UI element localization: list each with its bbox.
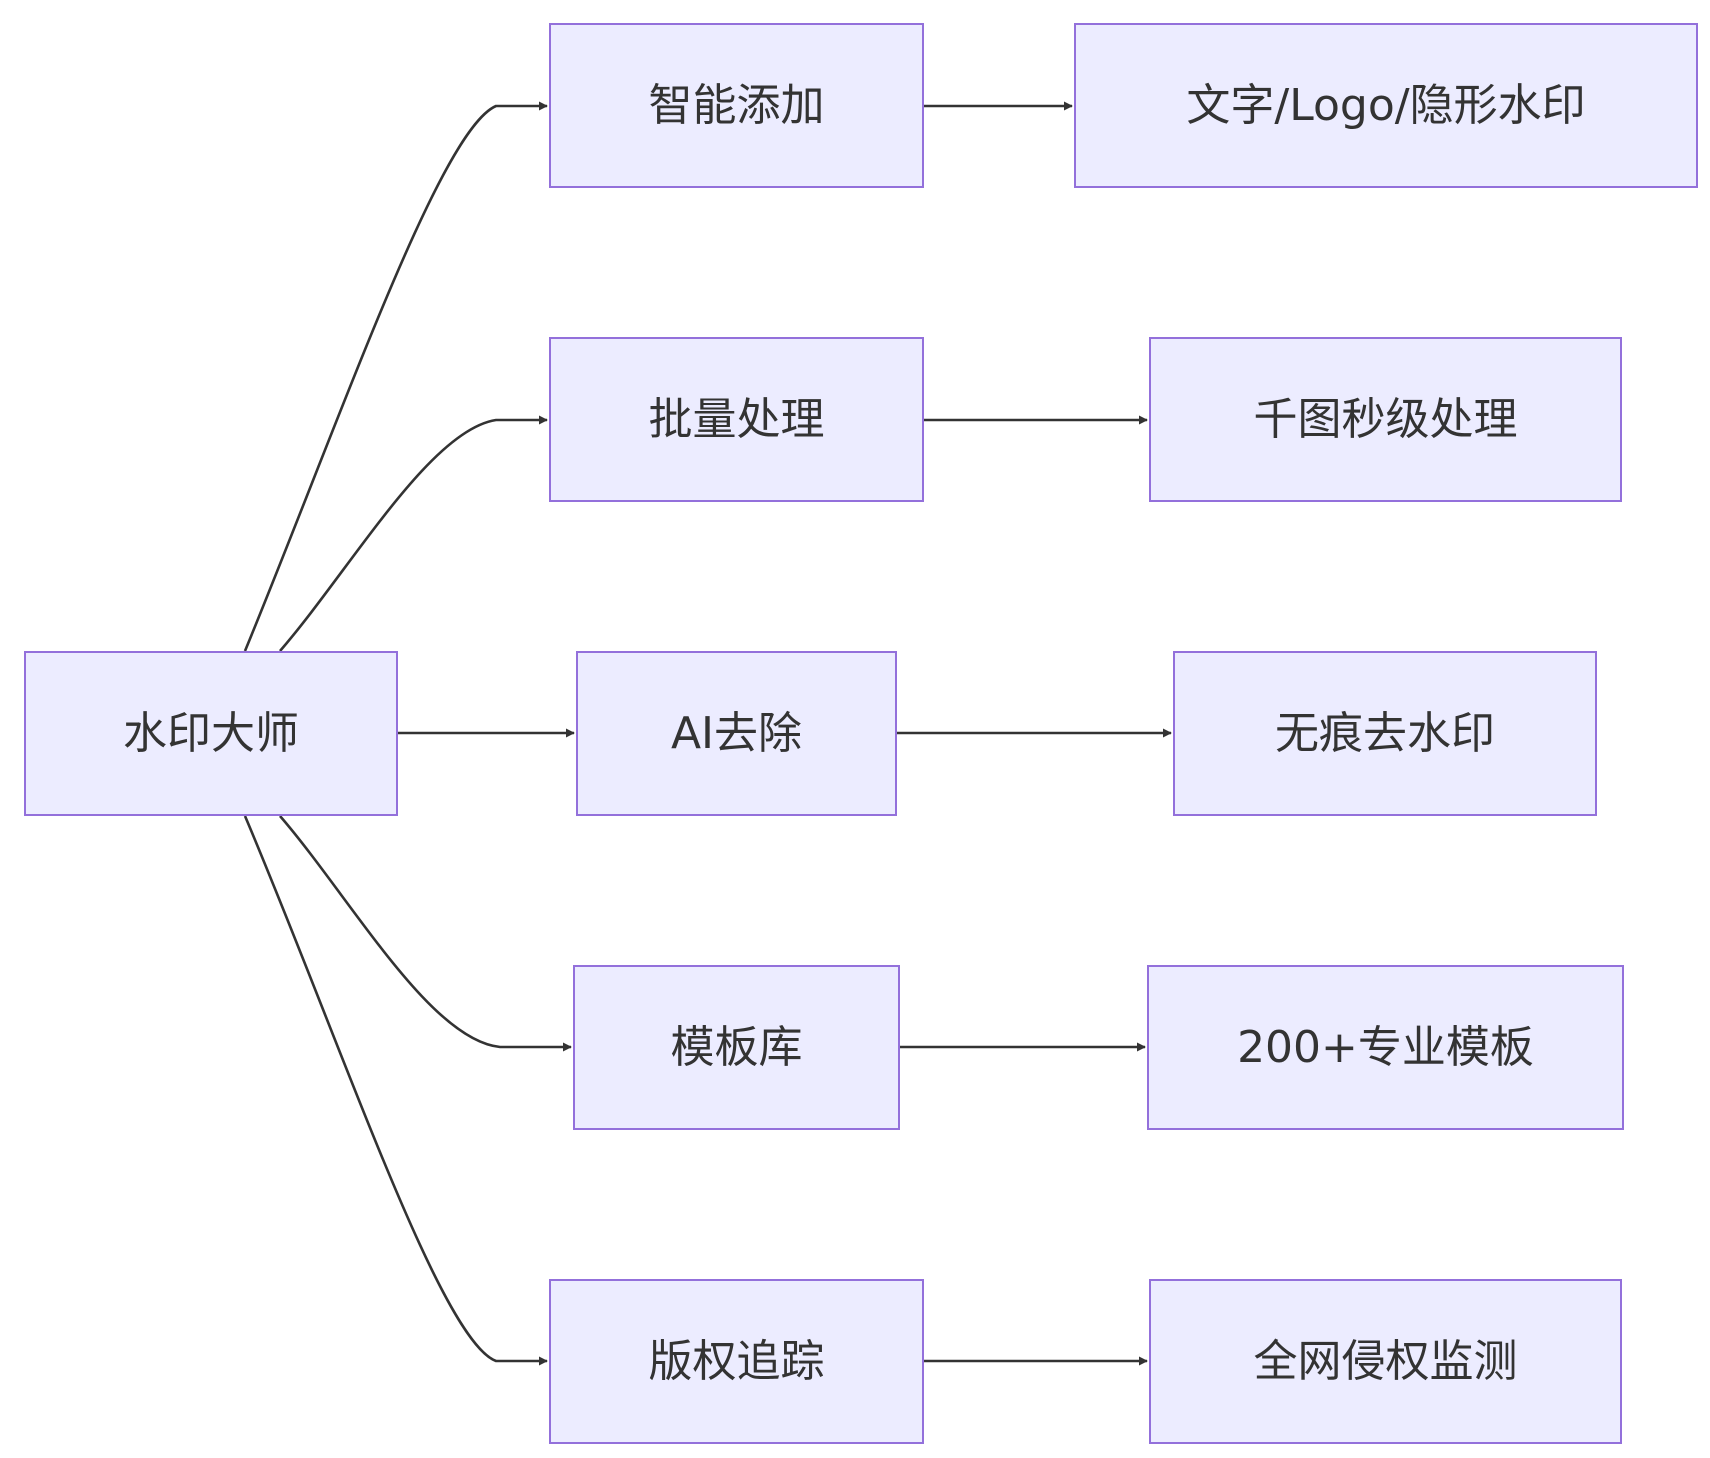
root-node-label: 水印大师 xyxy=(123,707,299,759)
feature-node-label: AI去除 xyxy=(670,707,803,759)
detail-node-copyright: 全网侵权监测 xyxy=(1149,1279,1622,1444)
detail-node-label: 200+专业模板 xyxy=(1237,1021,1534,1073)
feature-node-batch: 批量处理 xyxy=(549,337,924,502)
detail-node-templates: 200+专业模板 xyxy=(1147,965,1624,1130)
edge-root-to-smart-add xyxy=(243,101,548,652)
feature-node-label: 版权追踪 xyxy=(648,1335,825,1387)
detail-node-label: 无痕去水印 xyxy=(1275,707,1495,759)
feature-node-label: 智能添加 xyxy=(648,79,825,131)
feature-node-smart-add: 智能添加 xyxy=(549,23,924,188)
detail-node-label: 文字/Logo/隐形水印 xyxy=(1186,79,1586,131)
feature-node-label: 模板库 xyxy=(670,1021,803,1073)
feature-node-ai-remove: AI去除 xyxy=(576,651,897,816)
feature-node-label: 批量处理 xyxy=(648,393,825,445)
detail-node-label: 千图秒级处理 xyxy=(1253,393,1518,445)
edge-root-to-batch xyxy=(279,415,548,652)
detail-node-smart-add: 文字/Logo/隐形水印 xyxy=(1074,23,1698,188)
detail-node-batch: 千图秒级处理 xyxy=(1149,337,1622,502)
feature-node-templates: 模板库 xyxy=(573,965,900,1130)
root-node: 水印大师 xyxy=(24,651,398,816)
edge-root-to-templates xyxy=(279,815,572,1052)
detail-node-ai-remove: 无痕去水印 xyxy=(1173,651,1597,816)
feature-node-copyright: 版权追踪 xyxy=(549,1279,924,1444)
detail-node-label: 全网侵权监测 xyxy=(1253,1335,1518,1387)
edge-root-to-copyright xyxy=(243,815,548,1366)
